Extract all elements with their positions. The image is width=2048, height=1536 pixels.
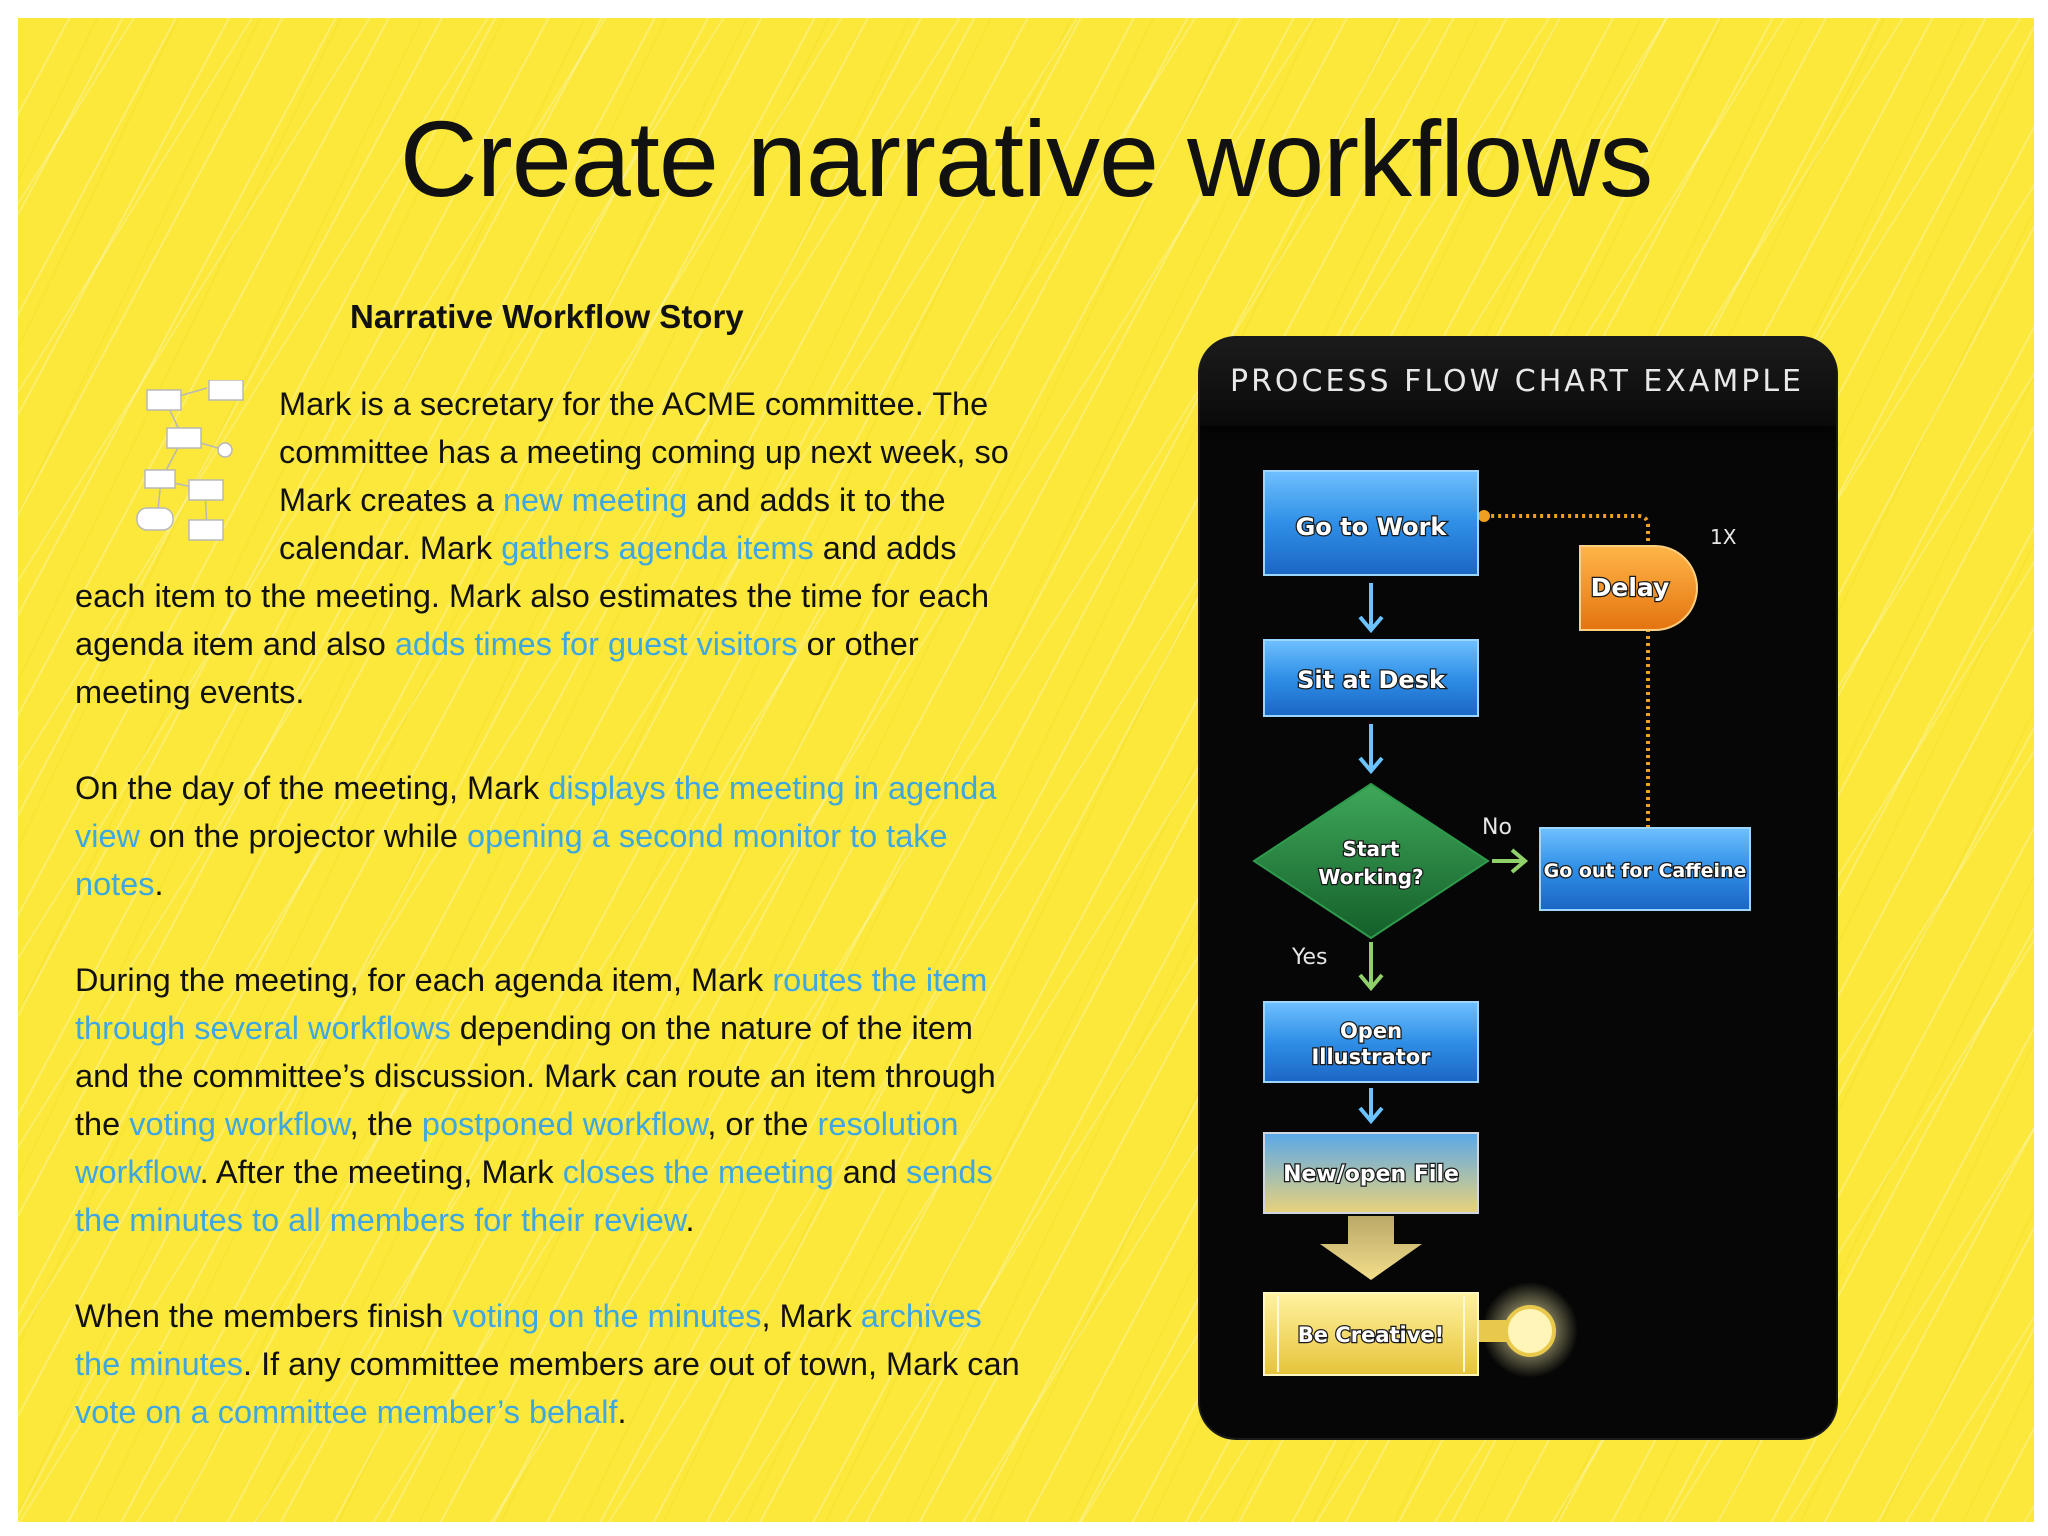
lightbulb-icon	[1504, 1305, 1556, 1357]
arrow-no	[1492, 848, 1529, 874]
story-text-segment: Mark is a secretary for the ACME committ…	[279, 386, 1009, 518]
story-paragraph-3: During the meeting, for each agenda item…	[75, 956, 1035, 1244]
story-text-segment: . After the meeting, Mark	[199, 1154, 563, 1190]
story-text-segment: . If any committee members are out of to…	[243, 1346, 1020, 1382]
node-open-illustrator: Open Illustrator	[1263, 1001, 1479, 1083]
story-link[interactable]: new meeting	[502, 482, 688, 518]
chart-header: PROCESS FLOW CHART EXAMPLE	[1200, 338, 1836, 426]
label-yes: Yes	[1291, 945, 1328, 970]
illustrator-label-line2: Illustrator	[1311, 1045, 1431, 1069]
story-text-segment: and	[833, 1154, 906, 1190]
chart-title: PROCESS FLOW CHART EXAMPLE	[1230, 364, 1805, 399]
story-text-segment: and adds each item to the meeting. Mark …	[75, 530, 990, 662]
story-text-segment: , Mark	[761, 1298, 861, 1334]
story-text-segment: , the	[349, 1106, 422, 1142]
process-flow-chart: PROCESS FLOW CHART EXAMPLE	[1200, 338, 1836, 1438]
node-go-to-work: Go to Work	[1263, 470, 1479, 576]
flowchart-diagram: Go to Work Sit at Desk Start Working?	[1252, 470, 1751, 1378]
node-decision-start-working: Start Working?	[1252, 782, 1490, 940]
node-go-to-work-label: Go to Work	[1296, 513, 1448, 541]
story-text: Mark is a secretary for the ACME committ…	[75, 380, 1035, 1484]
node-be-creative: Be Creative!	[1263, 1282, 1578, 1378]
node-sit-at-desk: Sit at Desk	[1263, 639, 1479, 717]
arrow-down-2	[1358, 724, 1384, 775]
story-link[interactable]: vote on a committee member’s behalf	[75, 1394, 618, 1430]
story-link[interactable]: voting on the minutes	[452, 1298, 762, 1334]
story-paragraph-1: Mark is a secretary for the ACME committ…	[75, 380, 1035, 716]
arrow-down-4	[1320, 1216, 1422, 1280]
node-delay: Delay	[1579, 545, 1698, 631]
story-link[interactable]: opening a second monitor to take notes	[75, 818, 948, 902]
story-text-segment: or other meeting events.	[75, 626, 919, 710]
node-sit-at-desk-label: Sit at Desk	[1297, 666, 1446, 694]
story-link[interactable]: sends the minutes to all members for the…	[75, 1154, 993, 1238]
story-text-segment: depending on the nature of the item and …	[75, 1010, 996, 1142]
arrow-down-1	[1358, 583, 1384, 634]
story-text-segment: During the meeting, for each agenda item…	[75, 962, 773, 998]
decision-label-line1: Start	[1343, 837, 1400, 861]
story-paragraph-4: When the members finish voting on the mi…	[75, 1292, 1035, 1436]
illustrator-label-line1: Open	[1340, 1019, 1402, 1043]
story-text-segment: .	[617, 1394, 627, 1430]
story-link[interactable]: voting workflow	[129, 1106, 350, 1142]
story-text-segment: and adds it to the calendar. Mark	[279, 482, 946, 566]
story-link[interactable]: archives the minutes	[75, 1298, 982, 1382]
label-no: No	[1482, 815, 1512, 840]
arrow-down-3	[1358, 1088, 1384, 1125]
story-link[interactable]: closes the meeting	[562, 1154, 834, 1190]
story-heading: Narrative Workflow Story	[350, 298, 744, 335]
story-link[interactable]: adds times for guest visitors	[394, 626, 798, 662]
story-text-segment: When the members finish	[75, 1298, 453, 1334]
node-go-out-for-caffeine: Go out for Caffeine	[1539, 827, 1751, 911]
story-text-segment: .	[154, 866, 164, 902]
flowchart-icon	[136, 380, 244, 541]
node-delay-label: Delay	[1591, 573, 1670, 602]
node-new-open-file: New/open File	[1263, 1132, 1479, 1214]
arrow-yes	[1358, 942, 1384, 992]
node-caffeine-label: Go out for Caffeine	[1544, 860, 1747, 882]
story-text-segment: on the projector while	[140, 818, 468, 854]
story-text-segment: , or the	[707, 1106, 818, 1142]
story-link[interactable]: displays the meeting in agenda view	[75, 770, 997, 854]
story-text-segment: .	[685, 1202, 695, 1238]
node-new-file-label: New/open File	[1283, 1162, 1459, 1187]
story-link[interactable]: routes the item through several workflow…	[75, 962, 988, 1046]
story-paragraphs: Mark is a secretary for the ACME committ…	[75, 380, 1035, 1436]
node-creative-label: Be Creative!	[1298, 1323, 1445, 1347]
story-text-segment: On the day of the meeting, Mark	[75, 770, 549, 806]
story-paragraph-2: On the day of the meeting, Mark displays…	[75, 764, 1035, 908]
label-repeat: 1X	[1710, 525, 1737, 549]
story-link[interactable]: resolution workflow	[75, 1106, 959, 1190]
slide: Create narrative workflows Narrative Wor…	[18, 18, 2034, 1522]
decision-label-line2: Working?	[1318, 865, 1423, 889]
page-title: Create narrative workflows	[399, 98, 1653, 219]
story-link[interactable]: gathers agenda items	[501, 530, 814, 566]
story-link[interactable]: postponed workflow	[421, 1106, 708, 1142]
